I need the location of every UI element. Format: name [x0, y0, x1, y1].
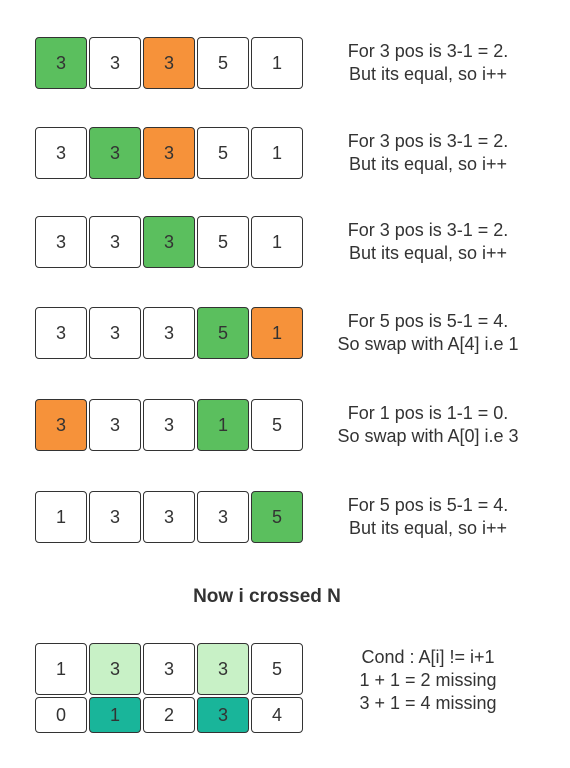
explanation-line: For 5 pos is 5-1 = 4.	[347, 311, 509, 331]
array-cell: 3	[143, 37, 195, 89]
step-1-array: 3 3 3 5 1	[35, 37, 303, 89]
explanation-line: But its equal, so i++	[348, 64, 508, 84]
step-6-explanation: For 5 pos is 5-1 = 4. But its equal, so …	[318, 494, 538, 540]
array-cell: 1	[197, 399, 249, 451]
step-4-array: 3 3 3 5 1	[35, 307, 303, 359]
index-cell: 3	[197, 697, 249, 733]
step-2-explanation: For 3 pos is 3-1 = 2. But its equal, so …	[318, 130, 538, 176]
index-cell: 1	[89, 697, 141, 733]
explanation-line: But its equal, so i++	[348, 518, 508, 538]
explanation-line: For 3 pos is 3-1 = 2.	[347, 131, 509, 151]
value-cell: 3	[89, 643, 141, 695]
index-cell: 2	[143, 697, 195, 733]
array-cell: 1	[251, 216, 303, 268]
explanation-line: For 3 pos is 3-1 = 2.	[347, 41, 509, 61]
array-cell: 3	[35, 307, 87, 359]
array-cell: 5	[251, 491, 303, 543]
value-cell: 3	[197, 643, 249, 695]
value-cell: 5	[251, 643, 303, 695]
array-cell: 3	[89, 127, 141, 179]
explanation-line: Cond : A[i] != i+1	[361, 647, 495, 667]
array-cell: 3	[35, 399, 87, 451]
array-cell: 3	[143, 491, 195, 543]
array-cell: 1	[251, 307, 303, 359]
explanation-line: For 1 pos is 1-1 = 0.	[347, 403, 509, 423]
array-cell: 1	[35, 491, 87, 543]
array-cell: 3	[143, 127, 195, 179]
explanation-line: But its equal, so i++	[348, 243, 508, 263]
step-2-array: 3 3 3 5 1	[35, 127, 303, 179]
step-3-explanation: For 3 pos is 3-1 = 2. But its equal, so …	[318, 219, 538, 265]
explanation-line: For 3 pos is 3-1 = 2.	[347, 220, 509, 240]
array-cell: 3	[89, 491, 141, 543]
explanation-line: For 5 pos is 5-1 = 4.	[347, 495, 509, 515]
array-cell: 5	[197, 307, 249, 359]
final-explanation: Cond : A[i] != i+1 1 + 1 = 2 missing 3 +…	[318, 646, 538, 715]
index-cell: 4	[251, 697, 303, 733]
array-cell: 3	[35, 127, 87, 179]
step-5-explanation: For 1 pos is 1-1 = 0. So swap with A[0] …	[318, 402, 538, 448]
array-cell: 3	[89, 399, 141, 451]
step-3-array: 3 3 3 5 1	[35, 216, 303, 268]
array-cell: 1	[251, 37, 303, 89]
array-cell: 3	[89, 37, 141, 89]
array-cell: 5	[251, 399, 303, 451]
array-cell: 5	[197, 37, 249, 89]
final-values-array: 1 3 3 3 5	[35, 643, 303, 695]
final-indices-array: 0 1 2 3 4	[35, 697, 303, 733]
array-cell: 3	[89, 216, 141, 268]
index-cell: 0	[35, 697, 87, 733]
array-cell: 5	[197, 216, 249, 268]
step-6-array: 1 3 3 3 5	[35, 491, 303, 543]
step-4-explanation: For 5 pos is 5-1 = 4. So swap with A[4] …	[318, 310, 538, 356]
explanation-line: So swap with A[0] i.e 3	[337, 426, 519, 446]
array-cell: 5	[197, 127, 249, 179]
value-cell: 3	[143, 643, 195, 695]
section-heading: Now i crossed N	[193, 586, 341, 607]
array-cell: 3	[143, 399, 195, 451]
value-cell: 1	[35, 643, 87, 695]
array-cell: 3	[35, 216, 87, 268]
array-cell: 3	[89, 307, 141, 359]
explanation-line: But its equal, so i++	[348, 154, 508, 174]
explanation-line: So swap with A[4] i.e 1	[337, 334, 519, 354]
array-cell: 3	[35, 37, 87, 89]
explanation-line: 3 + 1 = 4 missing	[359, 693, 497, 713]
array-cell: 3	[143, 216, 195, 268]
explanation-line: 1 + 1 = 2 missing	[359, 670, 497, 690]
array-cell: 3	[197, 491, 249, 543]
step-5-array: 3 3 3 1 5	[35, 399, 303, 451]
array-cell: 3	[143, 307, 195, 359]
array-cell: 1	[251, 127, 303, 179]
step-1-explanation: For 3 pos is 3-1 = 2. But its equal, so …	[318, 40, 538, 86]
